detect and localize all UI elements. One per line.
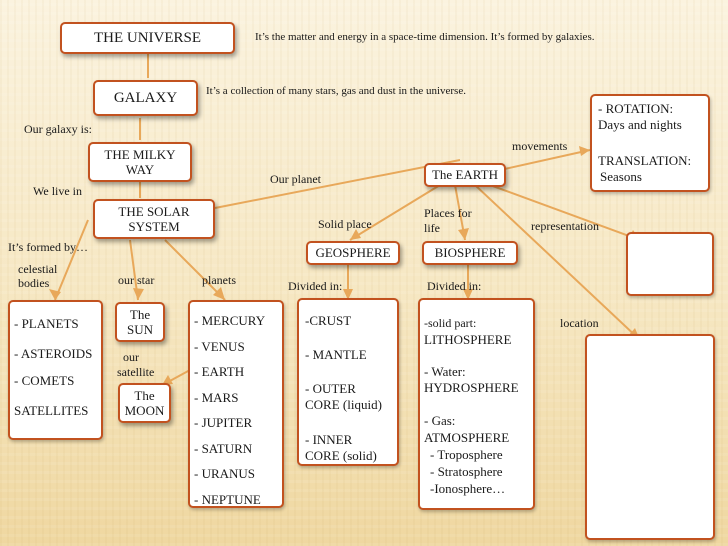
sun-line2: SUN	[126, 322, 153, 337]
milky-way-box: THE MILKY WAY	[88, 142, 192, 182]
arrow-moon	[162, 375, 173, 385]
solar-system-line2: SYSTEM	[128, 219, 180, 234]
solar-system-box: THE SOLAR SYSTEM	[93, 199, 215, 239]
arrow-geosphere	[350, 229, 361, 240]
celestial-item-planets: ‐ PLANETS	[14, 316, 79, 331]
connector-earth-location	[474, 184, 641, 341]
celestial-item-asteroids: ‐ ASTEROIDS	[14, 346, 93, 361]
moon-line1: The	[134, 388, 155, 403]
planet-mars: ‐ MARS	[194, 390, 239, 405]
geosphere-crust: ‐CRUST	[305, 313, 352, 328]
representation-label: representation	[531, 219, 599, 233]
arrow-biosphere	[458, 228, 469, 240]
planet-earth: ‐ EARTH	[194, 364, 245, 379]
earth-box: The EARTH	[424, 163, 506, 187]
earth-title: The EARTH	[431, 167, 498, 182]
biosphere-hydrosphere: HYDROSPHERE	[424, 380, 519, 395]
arrow-biosphere-layers	[463, 289, 473, 300]
location-label: location	[560, 316, 599, 330]
biosphere-title: BIOSPHERE	[434, 245, 506, 260]
biosphere-atmosphere: ATMOSPHERE	[424, 430, 510, 445]
planet-uranus: ‐ URANUS	[194, 466, 256, 481]
celestial-bodies-label-line1: celestial	[18, 262, 58, 276]
biosphere-box: BIOSPHERE	[422, 241, 518, 265]
places-for-life-line1: Places for	[424, 206, 472, 220]
planets-label: planets	[202, 273, 236, 287]
galaxy-definition: It’s a collection of many stars, gas and…	[206, 85, 466, 97]
galaxy-box: GALAXY	[93, 80, 198, 116]
our-satellite-label-line1: our	[123, 350, 139, 364]
geosphere-inner-core-line1: ‐ INNER	[305, 432, 353, 447]
solar-system-line1: THE SOLAR	[118, 204, 190, 219]
rotation-label: ‐ ROTATION:	[598, 101, 674, 116]
universe-box: THE UNIVERSE	[60, 22, 235, 54]
connector-earth-movements	[499, 149, 591, 171]
translation-description: Seasons	[600, 169, 642, 184]
our-satellite-label-line2: satellite	[117, 365, 155, 379]
geosphere-mantle: ‐ MANTLE	[305, 347, 367, 362]
planets-box	[188, 300, 284, 508]
moon-line2: MOON	[124, 403, 165, 418]
geosphere-divided-label: Divided in:	[288, 279, 343, 293]
geosphere-box: GEOSPHERE	[306, 241, 400, 265]
rotation-description: Days and nights	[598, 117, 682, 132]
biosphere-divided-label: Divided in:	[427, 279, 482, 293]
geosphere-outer-core-line1: ‐ OUTER	[305, 381, 356, 396]
celestial-item-satellites: SATELLITES	[14, 403, 89, 418]
connector-earth-representation	[489, 184, 641, 241]
biosphere-layers-box	[418, 298, 535, 510]
planet-neptune: ‐ NEPTUNE	[194, 492, 261, 507]
milky-way-line2: WAY	[125, 162, 155, 177]
movements-box	[590, 94, 710, 192]
celestial-bodies-label-line2: bodies	[18, 276, 50, 290]
connector-solar-earth	[214, 159, 461, 209]
our-planet-label: Our planet	[270, 172, 321, 186]
arrow-planets	[213, 287, 225, 300]
planet-venus: ‐ VENUS	[194, 339, 245, 354]
sun-box: The SUN	[115, 302, 165, 342]
representation-box	[626, 232, 714, 296]
connector-earth-geosphere	[349, 184, 441, 241]
biosphere-water: ‐ Water:	[424, 364, 466, 379]
biosphere-ionosphere: ‐Ionosphere…	[430, 481, 506, 496]
universe-definition: It’s the matter and energy in a space-ti…	[255, 31, 595, 43]
connector-earth-moon	[167, 369, 191, 383]
connector-solar-planets	[164, 239, 226, 301]
arrow-celestial	[49, 289, 61, 300]
sun-line1: The	[129, 307, 151, 322]
biosphere-troposphere: ‐ Troposphere	[430, 447, 503, 462]
geosphere-inner-core-line2: CORE (solid)	[305, 448, 377, 463]
galaxy-title: GALAXY	[113, 90, 178, 106]
places-for-life-line2: life	[424, 221, 440, 235]
biosphere-stratosphere: ‐ Stratosphere	[430, 464, 503, 479]
geosphere-outer-core-line2: CORE (liquid)	[305, 397, 382, 412]
celestial-bodies-box	[8, 300, 103, 440]
universe-title: THE UNIVERSE	[93, 30, 202, 46]
moon-box: The MOON	[118, 383, 171, 423]
connector-solar-celestial	[54, 219, 89, 301]
planet-mercury: ‐ MERCURY	[194, 313, 266, 328]
biosphere-gas: ‐ Gas:	[424, 413, 456, 428]
arrow-sun	[133, 288, 144, 300]
we-live-in-label: We live in	[33, 184, 83, 198]
arrow-movements	[579, 146, 590, 156]
milky-way-line1: THE MILKY	[104, 147, 176, 162]
biosphere-solid-part: ‐solid part:	[424, 316, 477, 330]
celestial-item-comets: ‐ COMETS	[14, 373, 75, 388]
location-box	[585, 334, 715, 540]
geosphere-layers-box	[297, 298, 399, 466]
planet-saturn: ‐ SATURN	[194, 441, 253, 456]
solid-place-label: Solid place	[318, 217, 372, 231]
geosphere-title: GEOSPHERE	[315, 245, 391, 260]
formed-by-label: It’s formed by…	[8, 240, 88, 254]
biosphere-lithosphere: LITHOSPHERE	[424, 332, 512, 347]
translation-label: TRANSLATION:	[598, 153, 692, 168]
movements-label: movements	[512, 139, 568, 153]
our-galaxy-label: Our galaxy is:	[24, 122, 92, 136]
arrow-geosphere-layers	[343, 289, 353, 300]
our-star-label: our star	[118, 273, 155, 287]
planet-jupiter: ‐ JUPITER	[194, 415, 253, 430]
